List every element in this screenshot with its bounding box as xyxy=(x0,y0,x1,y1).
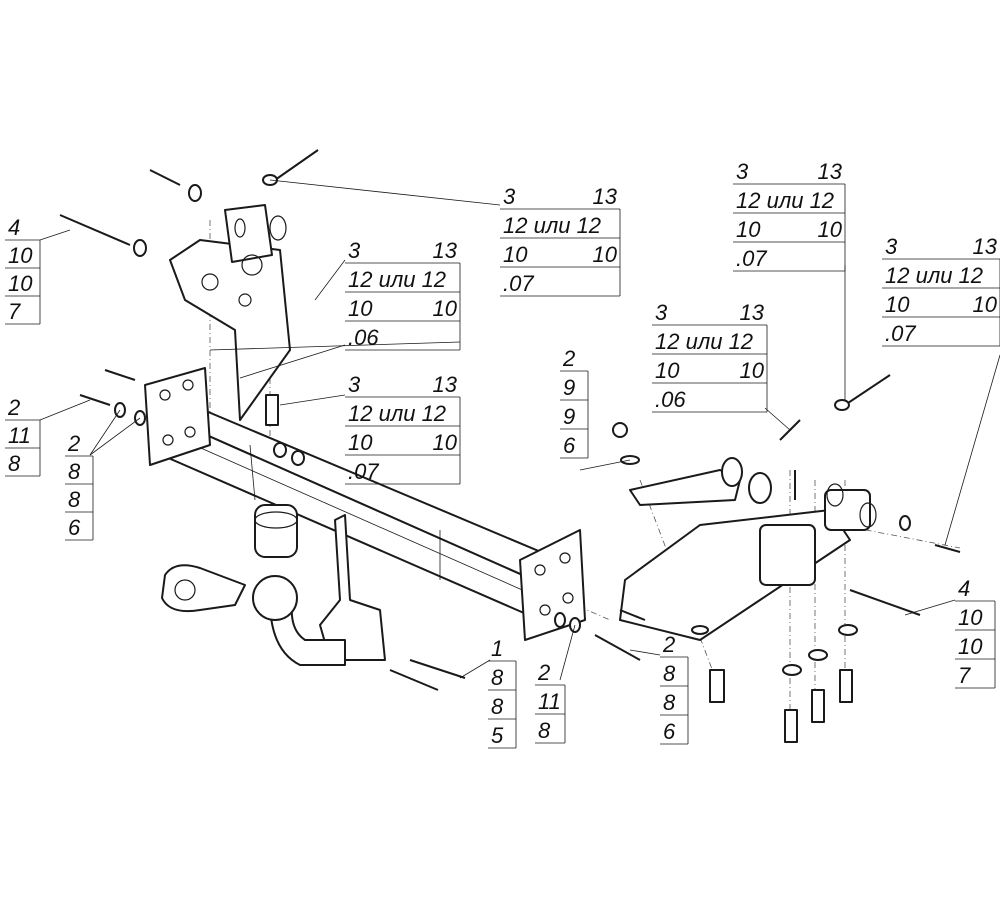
callout-value: 10 xyxy=(740,358,765,383)
socket-plate xyxy=(161,564,246,613)
callout-center-2-11: 2 11 8 xyxy=(535,660,566,744)
callout-value: 12 или 12 xyxy=(736,188,834,213)
callout-value: 13 xyxy=(593,184,618,209)
callout-value: 4 xyxy=(8,215,20,240)
callout-value: .06 xyxy=(655,387,686,412)
callout-value: 10 xyxy=(958,605,983,630)
callout-value: 10 xyxy=(433,296,458,321)
left-end-plate xyxy=(144,367,211,466)
callout-value: 7 xyxy=(8,299,21,324)
callout-value: 2 xyxy=(662,632,675,657)
callout-value: 9 xyxy=(563,375,575,400)
callout-value: 10 xyxy=(818,217,843,242)
callout-value: 12 или 12 xyxy=(885,263,983,288)
callout-value: 4 xyxy=(958,576,970,601)
callout-value: 8 xyxy=(538,718,551,743)
callout-value: .06 xyxy=(348,325,379,350)
callout-value: .07 xyxy=(736,246,767,271)
callout-right-bolt-4: 4 10 10 7 xyxy=(955,576,996,689)
callout-value: 3 xyxy=(655,300,668,325)
right-side-bracket xyxy=(619,457,877,641)
callout-value: 10 xyxy=(736,217,761,242)
callout-value: 11 xyxy=(8,423,31,448)
tow-ball-assembly xyxy=(252,504,386,666)
callout-right-top: 3 13 12 или 12 10 10 .07 xyxy=(733,159,846,272)
callout-value: 2 xyxy=(537,660,550,685)
callout-value: 10 xyxy=(655,358,680,383)
callout-value: 10 xyxy=(8,271,33,296)
callout-value: 13 xyxy=(433,372,458,397)
callout-center-2-8: 2 8 8 6 xyxy=(660,632,689,745)
callout-value: 6 xyxy=(663,719,676,744)
callout-value: .07 xyxy=(348,459,379,484)
callout-value: 10 xyxy=(348,296,373,321)
callout-value: 8 xyxy=(68,487,81,512)
callout-value: 10 xyxy=(8,243,33,268)
callout-left-bolt-2-11: 2 11 8 xyxy=(5,395,41,477)
callout-right-mid: 3 13 12 или 12 10 10 .06 xyxy=(652,300,768,413)
callout-value: 1 xyxy=(491,636,503,661)
callout-value: 11 xyxy=(538,689,561,714)
callout-value: .07 xyxy=(503,271,534,296)
callout-value: 6 xyxy=(563,433,576,458)
callout-value: 13 xyxy=(973,234,998,259)
callout-value: 8 xyxy=(663,690,676,715)
callout-value: 8 xyxy=(8,451,21,476)
callout-value: 13 xyxy=(433,238,458,263)
callout-value: 10 xyxy=(973,292,998,317)
callout-value: 3 xyxy=(348,238,361,263)
callout-value: 6 xyxy=(68,515,81,540)
callout-value: 10 xyxy=(348,430,373,455)
leader-lines xyxy=(39,179,1000,681)
callout-left-bracket-mid: 3 13 12 или 12 10 10 .06 xyxy=(345,238,461,351)
callout-value: 12 или 12 xyxy=(348,267,446,292)
callout-right-2-9: 2 9 9 6 xyxy=(560,346,589,459)
callout-value: 13 xyxy=(740,300,765,325)
callout-value: 3 xyxy=(348,372,361,397)
callout-value: 8 xyxy=(491,694,504,719)
callout-value: 3 xyxy=(503,184,516,209)
callout-left-bracket-low: 3 13 12 или 12 10 10 .07 xyxy=(345,372,461,485)
callout-value: 12 или 12 xyxy=(503,213,601,238)
callout-value: 10 xyxy=(593,242,618,267)
callout-value: 2 xyxy=(562,346,575,371)
callout-left-bolt-4: 4 10 10 7 xyxy=(5,215,41,325)
right-end-plate xyxy=(519,529,586,641)
callout-value: 8 xyxy=(68,459,81,484)
callout-value: 12 или 12 xyxy=(348,401,446,426)
callout-left-bolt-2-8: 2 8 8 6 xyxy=(65,431,94,541)
main-crossbar xyxy=(149,397,561,621)
callout-value: 5 xyxy=(491,723,504,748)
left-vertical-bracket xyxy=(169,204,291,421)
callout-value: 3 xyxy=(736,159,749,184)
callout-value: 8 xyxy=(491,665,504,690)
callout-value: 2 xyxy=(7,395,20,420)
callout-value: 8 xyxy=(663,661,676,686)
callout-value: 10 xyxy=(433,430,458,455)
callout-value: 10 xyxy=(503,242,528,267)
fasteners xyxy=(59,149,961,743)
callout-left-bracket-top: 3 13 12 или 12 10 10 .07 xyxy=(500,184,621,297)
callout-value: 10 xyxy=(958,634,983,659)
callout-value: 7 xyxy=(958,663,971,688)
callout-value: 2 xyxy=(67,431,80,456)
callout-value: 12 или 12 xyxy=(655,329,753,354)
callout-value: 10 xyxy=(885,292,910,317)
callout-value: .07 xyxy=(885,321,916,346)
callout-value: 3 xyxy=(885,234,898,259)
callout-right-far: 3 13 12 или 12 10 10 .07 xyxy=(882,234,1000,347)
callout-value: 13 xyxy=(818,159,843,184)
callout-value: 9 xyxy=(563,404,575,429)
